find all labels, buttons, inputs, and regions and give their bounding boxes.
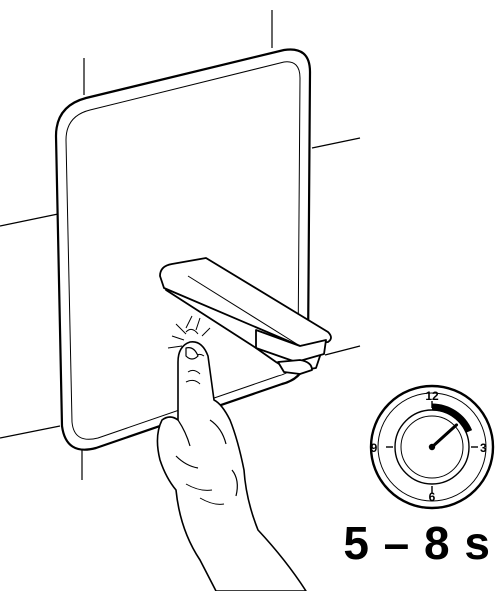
duration-label: 5 – 8 s bbox=[343, 520, 491, 566]
clock-numeral-9: 9 bbox=[371, 441, 378, 455]
clock-numeral-6: 6 bbox=[429, 490, 436, 504]
clock-numeral-3: 3 bbox=[480, 441, 487, 455]
clock-hub bbox=[429, 444, 435, 450]
clock-numeral-12: 12 bbox=[425, 389, 439, 403]
